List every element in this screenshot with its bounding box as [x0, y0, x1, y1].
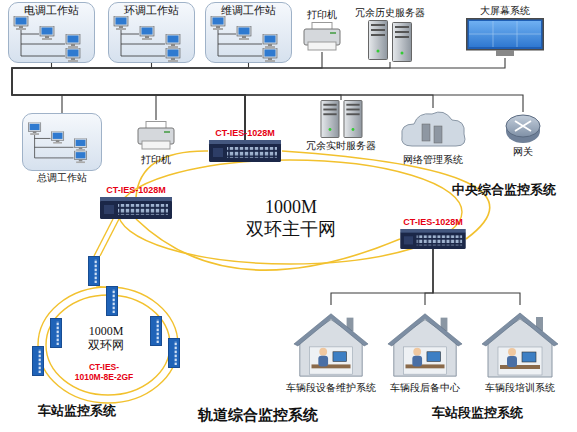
network-cloud-icon: [402, 112, 465, 146]
workstation-group: 维调工作站: [205, 2, 292, 63]
uplink-wire: [100, 219, 119, 256]
depot-node: 车辆段设备维护系统: [292, 305, 370, 380]
server-icon: [321, 100, 339, 137]
station-switch-icon: [168, 338, 180, 368]
house-icon: [482, 313, 558, 377]
station-ring-line: [38, 287, 178, 403]
model-label: CT-IES- 1010M-8E-2GF: [62, 362, 146, 382]
node-label: 车辆段设备维护系统: [286, 382, 376, 394]
node-label: 网关: [513, 146, 533, 158]
printer-icon: [304, 23, 340, 51]
network-mgmt-node: 网络管理系统: [398, 108, 468, 152]
house-icon: [388, 314, 462, 376]
station-switch-icon: [50, 318, 62, 348]
workstation-cluster: [114, 16, 180, 62]
node-label: 冗余实时服务器: [306, 140, 376, 152]
network-wire: [245, 95, 523, 140]
server-icon: [344, 100, 362, 137]
server-node: 冗余历史服务器: [366, 20, 414, 62]
node-label: 冗余历史服务器: [355, 7, 425, 19]
station-ring-line: [46, 295, 170, 395]
workstation-cluster: [14, 16, 80, 62]
server-icon: [369, 21, 388, 60]
switch-icon: [209, 140, 281, 162]
gateway-node: 网关: [505, 112, 541, 144]
workstation-group: 电调工作站: [8, 2, 95, 63]
network-wire: [425, 249, 433, 305]
node-label: CT-IES-1028M: [106, 185, 166, 196]
house-icon: [294, 314, 368, 376]
node-label: 网络管理系统: [403, 154, 463, 166]
printer-node: 打印机: [302, 22, 342, 52]
station-switch-icon: [32, 346, 44, 376]
workstation-group: 环调工作站: [108, 2, 195, 63]
workstation-cluster: [28, 123, 86, 164]
switch-node: CT-IES-1028M: [400, 229, 466, 249]
printer-icon: [138, 122, 174, 150]
ring-label: 1000M 双环网: [78, 324, 134, 352]
workstation-group: 总调工作站: [22, 113, 102, 171]
ring-line: [118, 160, 462, 264]
ring-label: 1000M 双环主干网: [236, 196, 346, 240]
switch-icon: [100, 197, 172, 219]
section-title: 车站段监控系统: [432, 406, 523, 421]
node-label: CT-IES-1028M: [215, 128, 275, 139]
depot-node: 车辆段培训系统: [480, 305, 560, 380]
node-label: 维调工作站: [206, 4, 291, 17]
video-wall-node: 大屏幕系统: [466, 18, 544, 58]
station-switch-icon: [88, 256, 100, 286]
node-label: 车辆段后备中心: [390, 382, 460, 394]
node-label: 打印机: [307, 9, 337, 21]
station-switch-icon: [106, 286, 118, 316]
network-wire: [433, 249, 520, 305]
station-switch-icon: [150, 316, 162, 346]
workstation-cluster: [211, 16, 277, 62]
node-label: 电调工作站: [9, 4, 94, 17]
gateway-icon: [506, 115, 540, 143]
node-label: 车辆段培训系统: [485, 382, 555, 394]
node-label: 打印机: [141, 154, 171, 166]
node-label: 环调工作站: [109, 4, 194, 17]
node-label: 大屏幕系统: [480, 5, 530, 17]
depot-node: 车辆段后备中心: [386, 305, 464, 380]
switch-node: CT-IES-1028M: [100, 197, 172, 219]
switch-node: CT-IES-1028M: [208, 140, 282, 162]
printer-node: 打印机: [136, 120, 176, 152]
network-wire: [331, 249, 433, 305]
uplink-wire: [96, 286, 110, 288]
section-title: 车站监控系统: [38, 404, 116, 419]
video-wall-icon: [467, 19, 544, 56]
section-title: 中央综合监控系统: [452, 183, 556, 198]
server-node: 冗余实时服务器: [318, 100, 364, 138]
system-title: 轨道综合监控系统: [198, 406, 318, 424]
server-icon: [393, 23, 412, 62]
node-label: CT-IES-1028M: [403, 217, 463, 228]
node-label: 总调工作站: [37, 172, 87, 184]
switch-icon: [400, 229, 465, 249]
